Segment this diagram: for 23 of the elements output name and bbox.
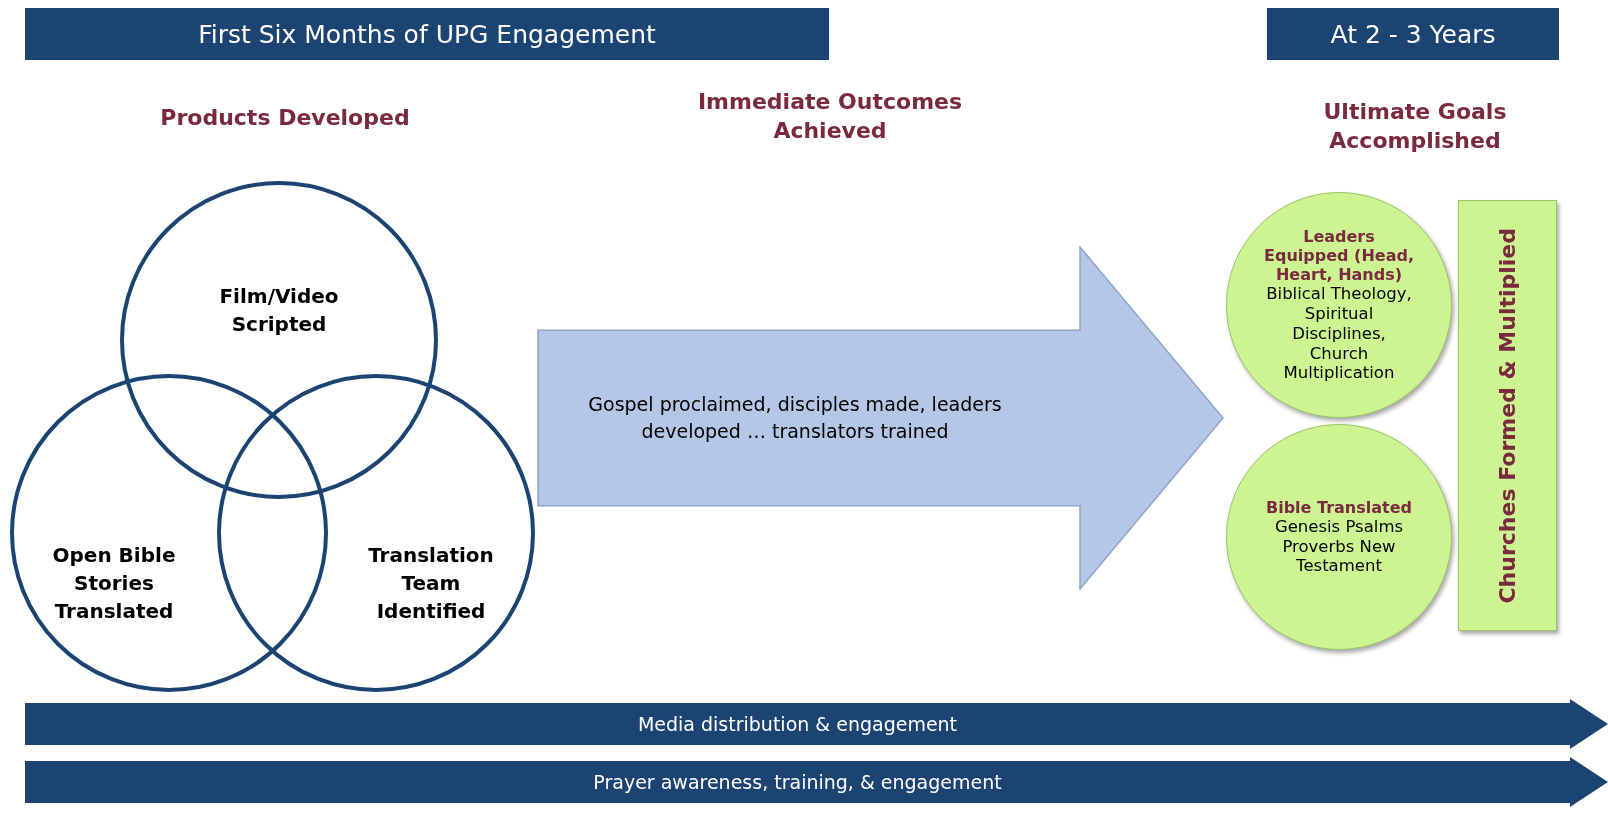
panel-label: Churches Formed & Multiplied [1495, 227, 1520, 604]
goal-details: Genesis Psalms Proverbs New Testament [1273, 516, 1405, 577]
circle-label: Translation Team Identified [367, 542, 495, 625]
arrow-text: Gospel proclaimed, disciples made, leaders developed … translators trained [587, 392, 1003, 444]
header-banner [25, 8, 829, 60]
banner-title: First Six Months of UPG Engagement [198, 19, 656, 49]
goal-title: Leaders Equipped (Head, Heart, Hands) [1263, 226, 1415, 285]
block-arrow [537, 246, 1224, 590]
column-heading: Immediate Outcomes Achieved [696, 88, 964, 145]
column-heading: Ultimate Goals Accomplished [1322, 98, 1508, 155]
goal-title: Bible Translated [1265, 497, 1413, 517]
banner-title: At 2 - 3 Years [1330, 19, 1496, 49]
circle-label: Film/Video Scripted [218, 283, 340, 338]
venn-circle [120, 181, 438, 499]
goal-details: Biblical Theology, Spiritual Disciplines, Church Multiplication [1265, 284, 1413, 384]
column-heading: Products Developed [159, 104, 411, 132]
bar-label: Prayer awareness, training, & engagement [592, 771, 1003, 793]
venn-circle [217, 374, 535, 692]
goal-panel [1458, 200, 1557, 631]
circle-label: Open Bible Stories Translated [51, 542, 177, 625]
venn-circle [10, 374, 328, 692]
bar-label: Media distribution & engagement [636, 713, 959, 735]
header-banner [1267, 8, 1559, 60]
